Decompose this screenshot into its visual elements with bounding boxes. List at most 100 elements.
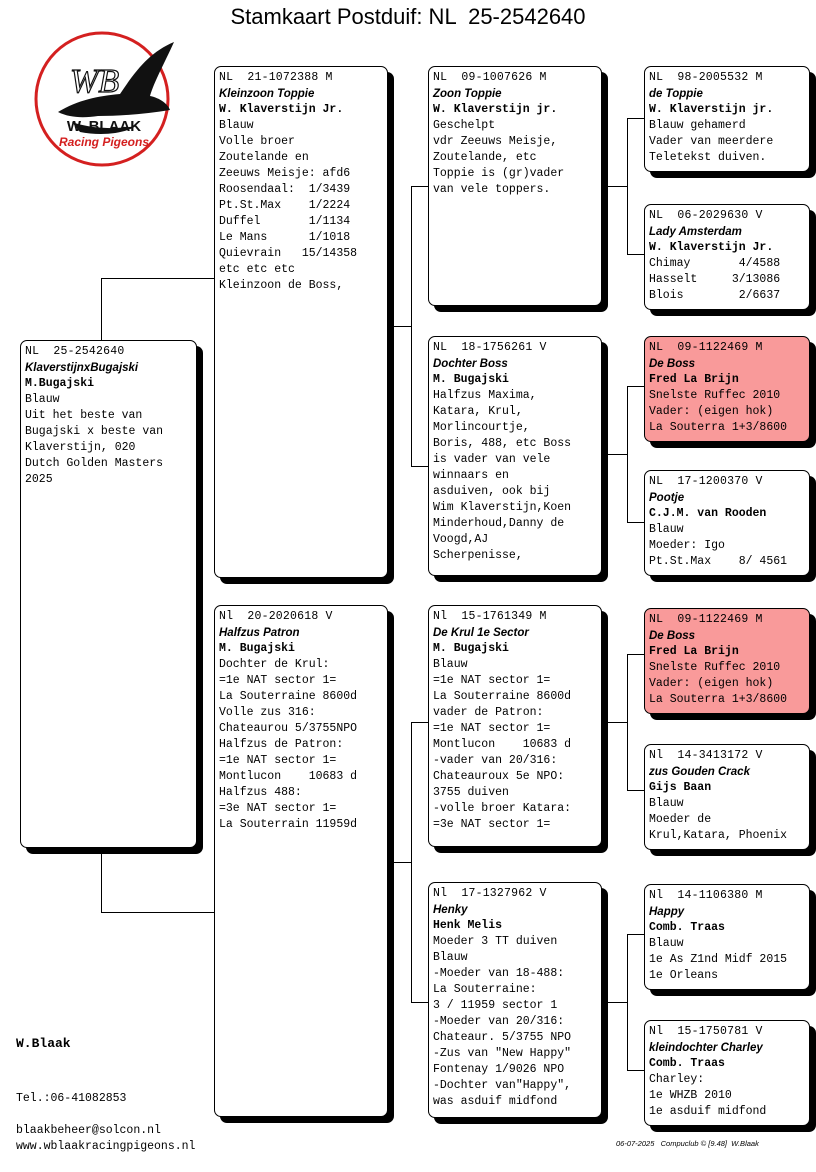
info-line: Pt.St.Max 8/ 4561 — [649, 555, 788, 568]
reg-number: NL 17-1200370 V — [649, 475, 763, 488]
info-line: Kleinzoon de Boss, — [219, 279, 344, 292]
reg-number: Nl 15-1761349 M — [433, 610, 547, 623]
info-line: -Dochter van"Happy", — [433, 1079, 572, 1092]
info-line: Geschelpt — [433, 119, 496, 132]
pigeon-card-dam[interactable]: Nl 20-2020618 V Halfzus Patron M. Bugajs… — [214, 605, 388, 1117]
info-line: Duffel 1/1134 — [219, 215, 351, 228]
info-line: Chimay 4/4588 — [649, 257, 781, 270]
info-line: Katara, Krul, — [433, 405, 523, 418]
logo: WB W. BLAAK Racing Pigeons — [34, 31, 174, 167]
info-line: van vele toppers. — [433, 183, 551, 196]
info-line: La Souterraine 8600d — [433, 690, 572, 703]
info-line: Montlucon 10683 d — [433, 738, 572, 751]
pigeon-name: De Boss — [649, 358, 696, 370]
info-line: Charley: — [649, 1073, 705, 1086]
reg-number: Nl 15-1750781 V — [649, 1025, 763, 1038]
info-line: Chateaur. 5/3755 NPO — [433, 1031, 572, 1044]
info-line: Dochter de Krul: — [219, 658, 330, 671]
info-line: Blois 2/6637 — [649, 289, 781, 302]
owner-name: Comb. Traas — [649, 1057, 725, 1070]
pigeon-name: Pootje — [649, 492, 685, 504]
pigeon-card-sire-sire[interactable]: NL 09-1007626 M Zoon Toppie W. Klaversti… — [428, 66, 602, 306]
info-line: vdr Zeeuws Meisje, — [433, 135, 558, 148]
pigeon-card-dam-sire[interactable]: Nl 15-1761349 M De Krul 1e Sector M. Bug… — [428, 605, 602, 847]
info-line: was asduif midfond — [433, 1095, 558, 1108]
pigeon-card-ds-dam[interactable]: Nl 14-3413172 V zus Gouden Crack Gijs Ba… — [644, 744, 810, 850]
pigeon-name: Dochter Boss — [433, 358, 508, 370]
pigeon-name: De Krul 1e Sector — [433, 627, 529, 639]
footer-website[interactable]: www.wblaakracingpigeons.nl — [16, 1140, 196, 1153]
reg-number: Nl 14-1106380 M — [649, 889, 763, 902]
info-line: Chateaurou 5/3755NPO — [219, 722, 358, 735]
info-line: Le Mans 1/1018 — [219, 231, 351, 244]
pigeon-card-subject[interactable]: NL 25-2542640 KlaverstijnxBugajski M.Bug… — [20, 340, 197, 848]
reg-number: NL 98-2005532 M — [649, 71, 763, 84]
owner-name: M. Bugajski — [433, 642, 509, 655]
pigeon-card-dam-dam[interactable]: Nl 17-1327962 V Henky Henk Melis Moeder … — [428, 882, 602, 1118]
pigeon-card-sire[interactable]: NL 21-1072388 M Kleinzoon Toppie W. Klav… — [214, 66, 388, 578]
pigeon-card-sd-sire[interactable]: NL 09-1122469 M De Boss Fred La Brijn Sn… — [644, 336, 810, 442]
info-line: 3 / 11959 sector 1 — [433, 999, 558, 1012]
pigeon-name: De Boss — [649, 630, 696, 642]
pigeon-name: Happy — [649, 906, 685, 918]
info-line: La Souterra 1+3/8600 — [649, 421, 788, 434]
pigeon-card-sire-dam[interactable]: NL 18-1756261 V Dochter Boss M. Bugajski… — [428, 336, 602, 576]
pigeon-card-dd-sire[interactable]: Nl 14-1106380 M Happy Comb. Traas Blauw … — [644, 884, 810, 990]
info-line: Fontenay 1/9026 NPO — [433, 1063, 565, 1076]
owner-name: W. Klaverstijn jr. — [433, 103, 558, 116]
logo-tagline: Racing Pigeons — [59, 135, 149, 149]
info-line: =1e NAT sector 1= — [433, 722, 551, 735]
info-line: Volle zus 316: — [219, 706, 316, 719]
info-line: Morlincourtje, — [433, 421, 530, 434]
pigeon-name: Zoon Toppie — [433, 88, 502, 100]
info-line: Blauw — [219, 119, 254, 132]
info-line: Dutch Golden Masters — [25, 457, 164, 470]
info-line: -vader van 20/316: — [433, 754, 558, 767]
reg-number: Nl 17-1327962 V — [433, 887, 547, 900]
footer-owner: W.Blaak — [16, 1036, 71, 1051]
pigeon-card-dd-dam[interactable]: Nl 15-1750781 V kleindochter Charley Com… — [644, 1020, 810, 1126]
info-line: 1e As Z1nd Midf 2015 — [649, 953, 788, 966]
owner-name: M.Bugajski — [25, 377, 95, 390]
pigeon-name: Lady Amsterdam — [649, 226, 742, 238]
info-line: Teletekst duiven. — [649, 151, 767, 164]
pigeon-icon — [58, 42, 174, 118]
print-stamp: 06-07-2025 Compuclub © [9.48] W.Blaak — [616, 1139, 759, 1148]
info-line: Moeder 3 TT duiven — [433, 935, 558, 948]
info-line: Toppie is (gr)vader — [433, 167, 565, 180]
pigeon-name: Halfzus Patron — [219, 627, 300, 639]
logo-monogram: WB — [70, 63, 119, 100]
pigeon-card-ss-sire[interactable]: NL 98-2005532 M de Toppie W. Klaverstijn… — [644, 66, 810, 172]
info-line: Bugajski x beste van — [25, 425, 164, 438]
footer-email[interactable]: blaakbeheer@solcon.nl — [16, 1124, 161, 1137]
info-line: Blauw — [433, 658, 468, 671]
info-line: Pt.St.Max 1/2224 — [219, 199, 351, 212]
info-line: Chateauroux 5e NPO: — [433, 770, 565, 783]
reg-number: NL 06-2029630 V — [649, 209, 763, 222]
reg-number: Nl 14-3413172 V — [649, 749, 763, 762]
info-line: Halfzus Maxima, — [433, 389, 537, 402]
pigeon-name: Kleinzoon Toppie — [219, 88, 315, 100]
info-line: vader de Patron: — [433, 706, 544, 719]
pigeon-card-ds-sire[interactable]: NL 09-1122469 M De Boss Fred La Brijn Sn… — [644, 608, 810, 714]
info-line: Vader: (eigen hok) — [649, 677, 774, 690]
reg-number: NL 09-1007626 M — [433, 71, 547, 84]
info-line: Moeder: Igo — [649, 539, 725, 552]
info-line: -volle broer Katara: — [433, 802, 572, 815]
logo-name: W. BLAAK — [67, 118, 141, 135]
info-line: Blauw — [433, 951, 468, 964]
info-line: 1e Orleans — [649, 969, 719, 982]
info-line: Blauw — [649, 523, 684, 536]
reg-number: NL 09-1122469 M — [649, 613, 763, 626]
info-line: asduiven, ook bij — [433, 485, 551, 498]
info-line: Voogd,AJ — [433, 533, 489, 546]
owner-name: W. Klaverstijn jr. — [649, 103, 774, 116]
owner-name: Fred La Brijn — [649, 373, 739, 386]
pigeon-card-ss-dam[interactable]: NL 06-2029630 V Lady Amsterdam W. Klaver… — [644, 204, 810, 310]
info-line: Zoutelande, etc — [433, 151, 537, 164]
info-line: =3e NAT sector 1= — [433, 818, 551, 831]
info-line: Krul,Katara, Phoenix — [649, 829, 788, 842]
info-line: Zoutelande en — [219, 151, 309, 164]
info-line: -Moeder van 18-488: — [433, 967, 565, 980]
pigeon-card-sd-dam[interactable]: NL 17-1200370 V Pootje C.J.M. van Rooden… — [644, 470, 810, 576]
